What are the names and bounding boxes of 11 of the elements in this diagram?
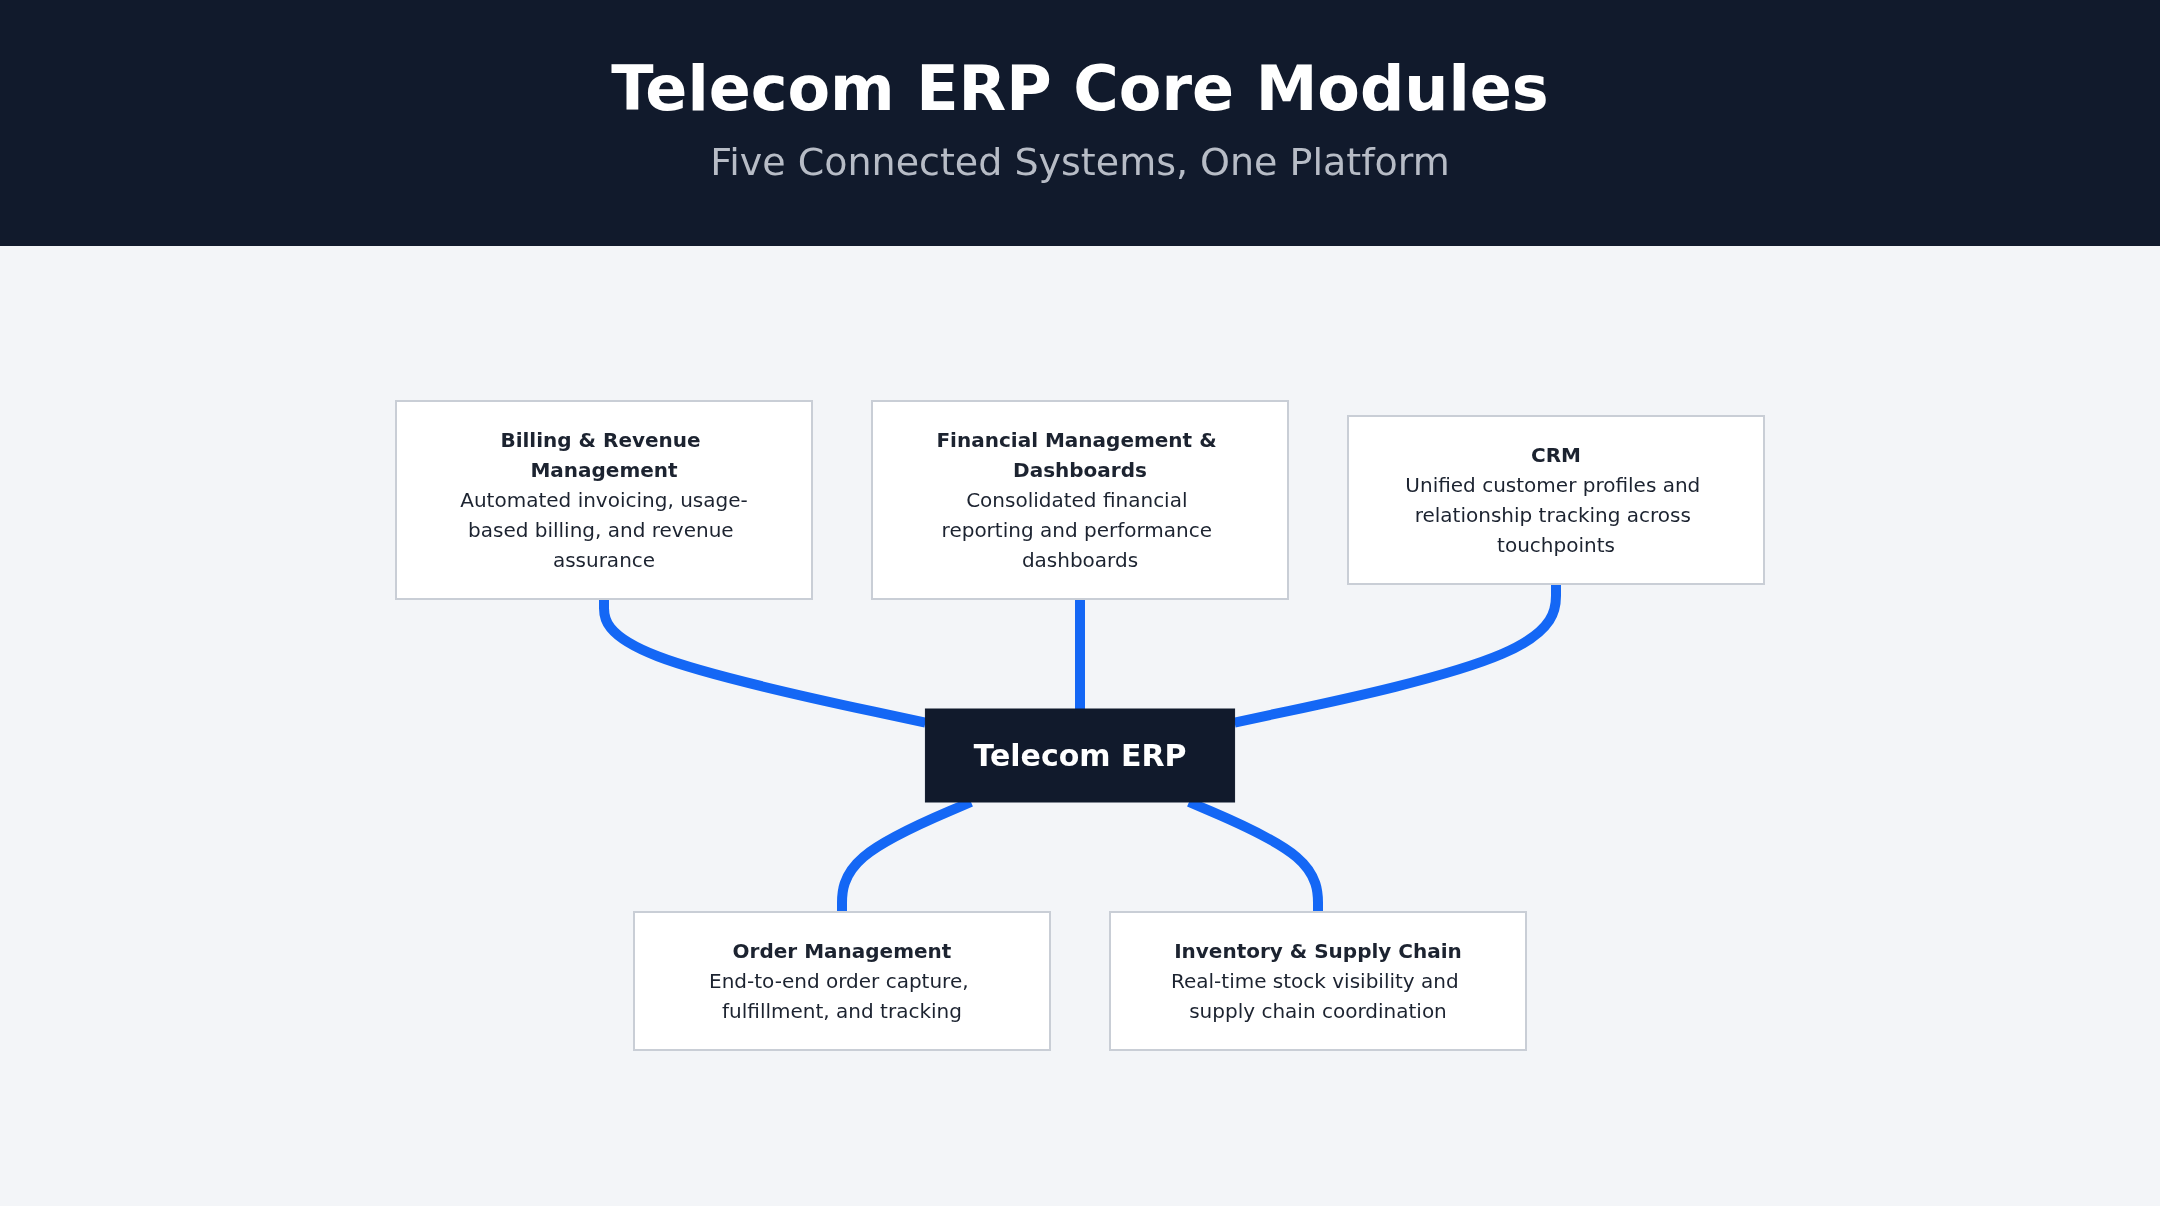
subtitle: Five Connected Systems, One Platform	[709, 140, 1451, 184]
connector	[599, 598, 927, 727]
connector	[1233, 583, 1561, 727]
node-box: CRM Unified customer profiles and relationship tracking across touchpoints	[1347, 414, 1765, 585]
node-box: Financial Management & Dashboards Consolidated financial reporting and performance dashboards	[871, 399, 1289, 600]
node-box: Billing & Revenue Management Automated invoicing, usage-based billing, and revenue assurance	[395, 399, 813, 600]
connector	[1075, 598, 1085, 709]
node-box: Inventory & Supply Chain Real-time stock visibility and supply chain coordination	[1109, 910, 1527, 1051]
node-box: Telecom ERP	[924, 708, 1236, 802]
title: Telecom ERP Core Modules	[610, 52, 1550, 125]
node-box: Order Management End-to-end order capture, fulfillment, and tracking	[633, 910, 1051, 1051]
